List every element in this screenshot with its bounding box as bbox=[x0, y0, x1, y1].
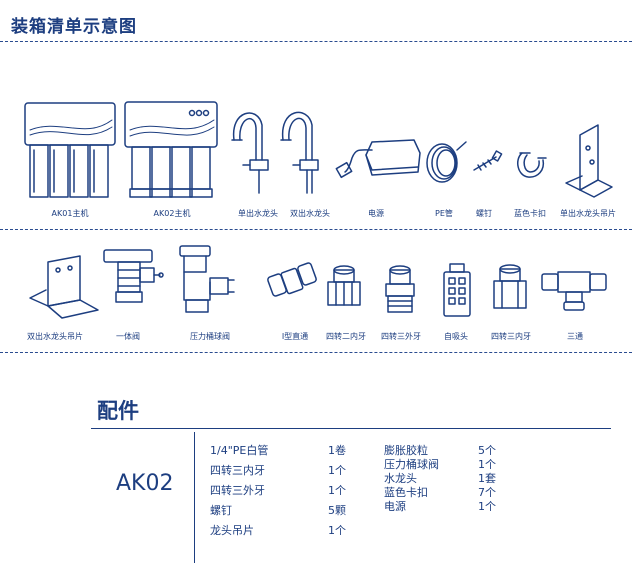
acc-item-name: 1/4"PE白管 bbox=[210, 444, 269, 457]
label-4to2-internal: 四转二内牙 bbox=[326, 332, 366, 341]
acc-item-qty: 5个 bbox=[478, 444, 496, 457]
self-priming-head-icon bbox=[443, 263, 471, 317]
label-straight: I型直通 bbox=[281, 332, 309, 341]
label-pe-tube: PE管 bbox=[435, 209, 453, 218]
accessories-title: 配件 bbox=[97, 399, 139, 423]
acc-item-qty: 1个 bbox=[478, 500, 496, 513]
label-blue-clip: 蓝色卡扣 bbox=[514, 209, 546, 218]
integrated-valve-icon bbox=[103, 249, 164, 303]
items-illustration bbox=[24, 101, 613, 319]
ak02-host-icon bbox=[124, 101, 218, 198]
label-power: 电源 bbox=[368, 209, 384, 218]
acc-item-name: 水龙头 bbox=[384, 472, 417, 485]
blue-clip-icon bbox=[517, 152, 547, 178]
power-adapter-icon bbox=[335, 139, 421, 179]
label-double-faucet: 双出水龙头 bbox=[290, 209, 330, 218]
label-integrated-valve: 一体阀 bbox=[116, 332, 140, 341]
acc-item-name: 压力桶球阀 bbox=[384, 458, 439, 471]
acc-item-qty: 1个 bbox=[328, 484, 346, 497]
straight-connector-icon bbox=[267, 262, 317, 297]
pe-tube-icon bbox=[426, 141, 467, 183]
label-self-priming: 自吸头 bbox=[444, 332, 468, 341]
label-single-faucet-bracket: 单出水龙头吊片 bbox=[560, 209, 616, 218]
acc-item-qty: 1套 bbox=[478, 472, 496, 485]
acc-item-name: 电源 bbox=[384, 500, 406, 513]
single-faucet-icon bbox=[231, 112, 269, 194]
label-screw: 螺钉 bbox=[476, 209, 492, 218]
acc-item-qty: 1个 bbox=[328, 464, 346, 477]
acc-item-name: 膨胀胶粒 bbox=[384, 444, 428, 457]
label-ak01-host: AK01主机 bbox=[51, 209, 89, 218]
acc-item-qty: 5颗 bbox=[328, 504, 346, 517]
label-tee: 三通 bbox=[567, 332, 583, 341]
model-name: AK02 bbox=[116, 471, 174, 496]
single-faucet-bracket-icon bbox=[565, 124, 613, 198]
tee-connector-icon bbox=[541, 271, 607, 311]
header-divider bbox=[0, 41, 632, 42]
row-divider-2 bbox=[0, 352, 632, 353]
double-faucet-icon bbox=[280, 111, 319, 194]
page-title: 装箱清单示意图 bbox=[11, 17, 137, 37]
adapter-4to2-internal-icon bbox=[327, 265, 361, 306]
accessories-vertical-rule bbox=[194, 432, 195, 563]
adapter-4to3-external-icon bbox=[385, 265, 415, 313]
row-divider-1 bbox=[0, 229, 632, 230]
acc-item-name: 蓝色卡扣 bbox=[384, 486, 428, 499]
ak01-host-icon bbox=[24, 102, 116, 198]
acc-item-name: 螺钉 bbox=[210, 504, 232, 517]
double-faucet-bracket-icon bbox=[29, 255, 99, 319]
acc-item-qty: 1个 bbox=[328, 524, 346, 537]
label-4to3-external: 四转三外牙 bbox=[381, 332, 421, 341]
acc-item-qty: 1卷 bbox=[328, 444, 346, 457]
accessories-top-rule bbox=[91, 428, 611, 429]
ball-valve-icon bbox=[179, 245, 235, 313]
label-single-faucet: 单出水龙头 bbox=[238, 209, 278, 218]
adapter-4to3-internal-icon bbox=[493, 264, 527, 309]
acc-item-qty: 1个 bbox=[478, 458, 496, 471]
label-double-faucet-bracket: 双出水龙头吊片 bbox=[27, 332, 83, 341]
acc-item-name: 四转三外牙 bbox=[210, 484, 265, 497]
acc-item-name: 龙头吊片 bbox=[210, 524, 254, 537]
acc-item-name: 四转三内牙 bbox=[210, 464, 265, 477]
label-ak02-host: AK02主机 bbox=[153, 209, 191, 218]
screw-icon bbox=[473, 150, 503, 171]
label-ball-valve: 压力桶球阀 bbox=[190, 332, 230, 341]
acc-item-qty: 7个 bbox=[478, 486, 496, 499]
label-4to3-internal: 四转三内牙 bbox=[491, 332, 531, 341]
